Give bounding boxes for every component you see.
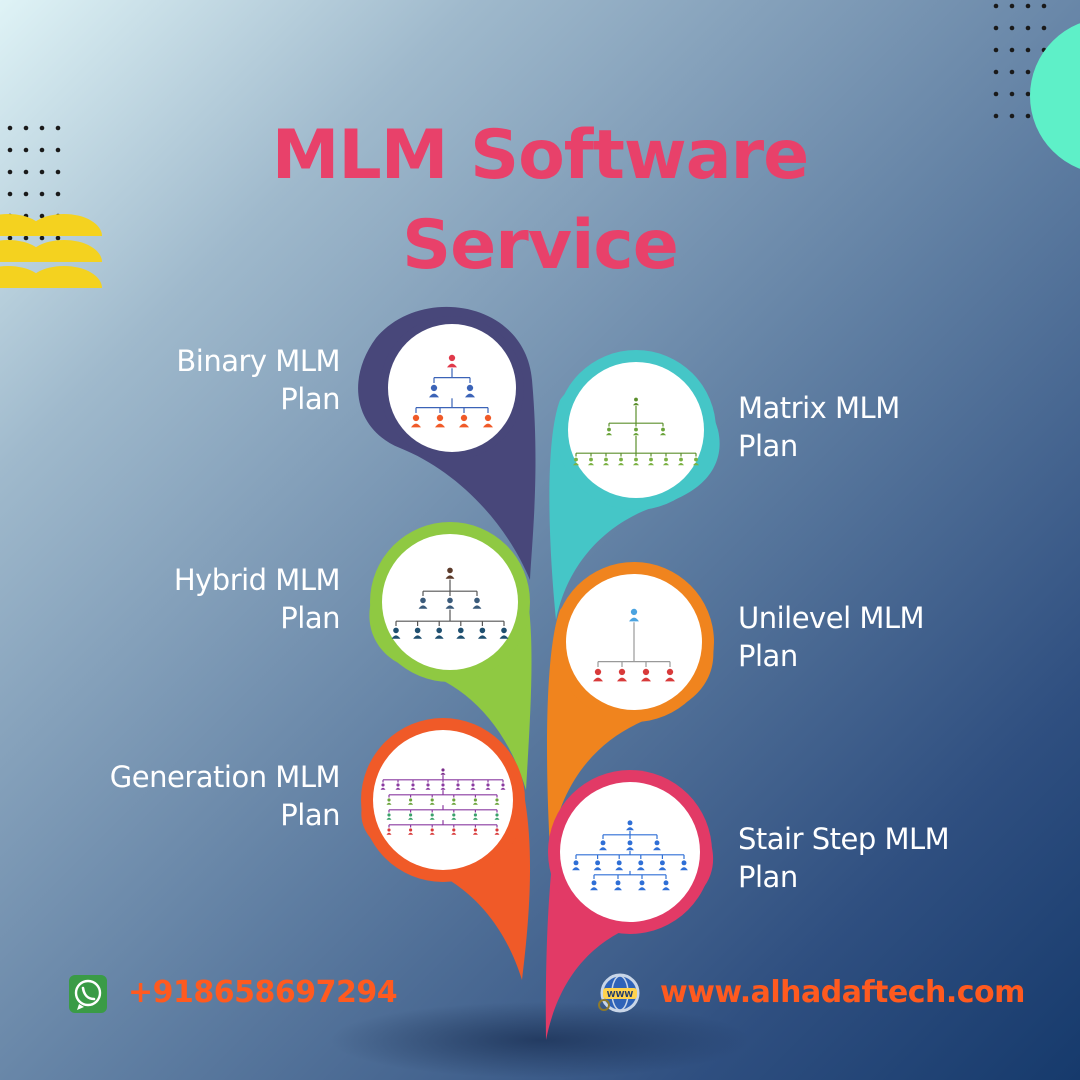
binary-tree-icon	[411, 354, 493, 428]
dot-grid-right	[993, 3, 1047, 119]
ground-shadow	[330, 1002, 750, 1078]
mint-circle-decoration	[1030, 23, 1080, 169]
page-title-line-2: Service	[402, 206, 679, 285]
plan-label-generation: Generation MLM Plan	[109, 760, 341, 832]
generation-tree-icon	[380, 768, 506, 835]
plan-label-hybrid: Hybrid MLM Plan	[173, 563, 341, 635]
globe-www-icon: WWW	[598, 973, 640, 1013]
plan-label-stair-step: Stair Step MLM Plan	[738, 822, 950, 894]
plan-label-unilevel: Unilevel MLM Plan	[738, 601, 925, 673]
plan-label-binary: Binary MLM Plan	[176, 344, 340, 416]
phone-number[interactable]: +918658697294	[128, 975, 398, 1010]
pin-generation	[361, 718, 531, 980]
matrix-tree-icon	[572, 397, 700, 466]
hybrid-tree-icon	[391, 567, 509, 639]
page-title-line-1: MLM Software	[271, 116, 809, 195]
plan-label-matrix: Matrix MLM Plan	[738, 391, 900, 463]
website-link[interactable]: www.alhadaftech.com	[660, 975, 1025, 1010]
whatsapp-icon	[69, 975, 107, 1013]
unilevel-tree-icon	[593, 608, 675, 682]
dot-grid-left	[7, 125, 61, 241]
stair-step-tree-icon	[572, 820, 688, 891]
yellow-semicircles-decoration	[0, 214, 102, 288]
svg-text:WWW: WWW	[607, 990, 634, 999]
